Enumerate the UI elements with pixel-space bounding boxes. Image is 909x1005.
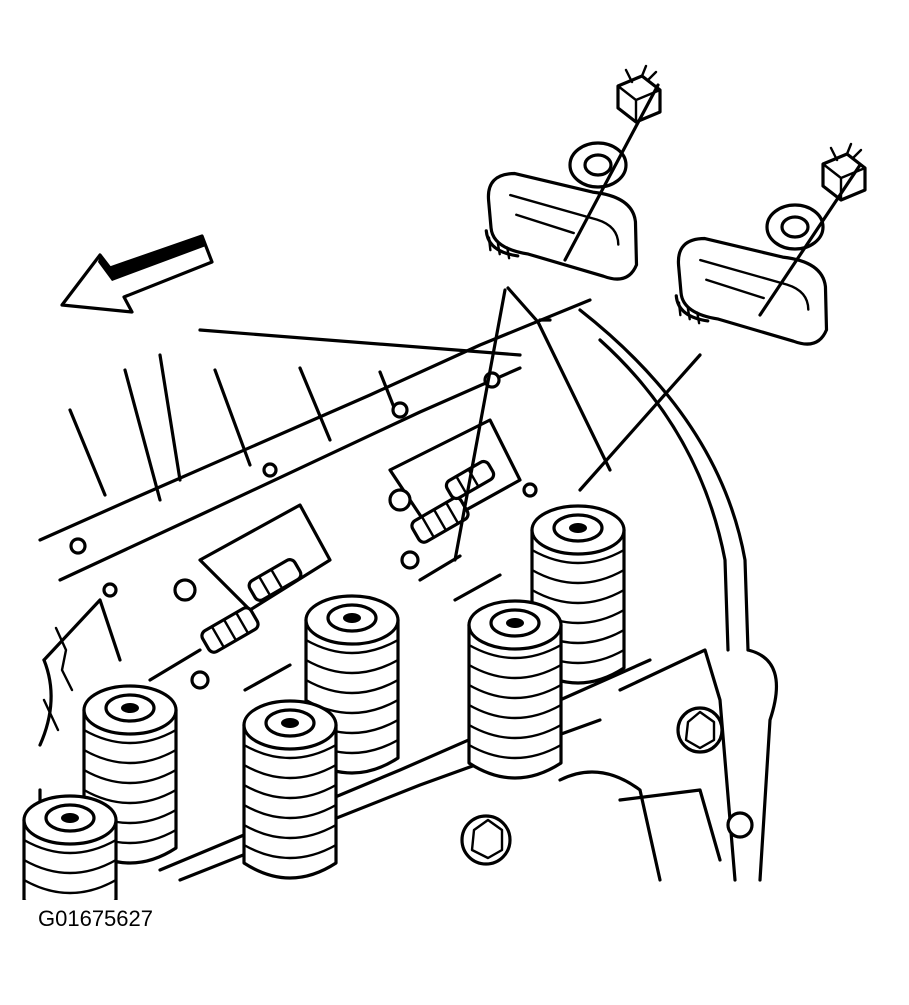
- washer-left: [568, 141, 628, 189]
- rocker-arm-left: [474, 167, 652, 286]
- figure-id-label: G01675627: [38, 906, 153, 931]
- assembly-guide-lines: [453, 83, 862, 562]
- rocker-arm-illustration: [22, 64, 867, 900]
- washer-right: [765, 203, 825, 251]
- rocker-arm-right: [664, 232, 842, 351]
- rocker-studs: [42, 418, 522, 732]
- front-direction-arrow-icon: [60, 234, 214, 314]
